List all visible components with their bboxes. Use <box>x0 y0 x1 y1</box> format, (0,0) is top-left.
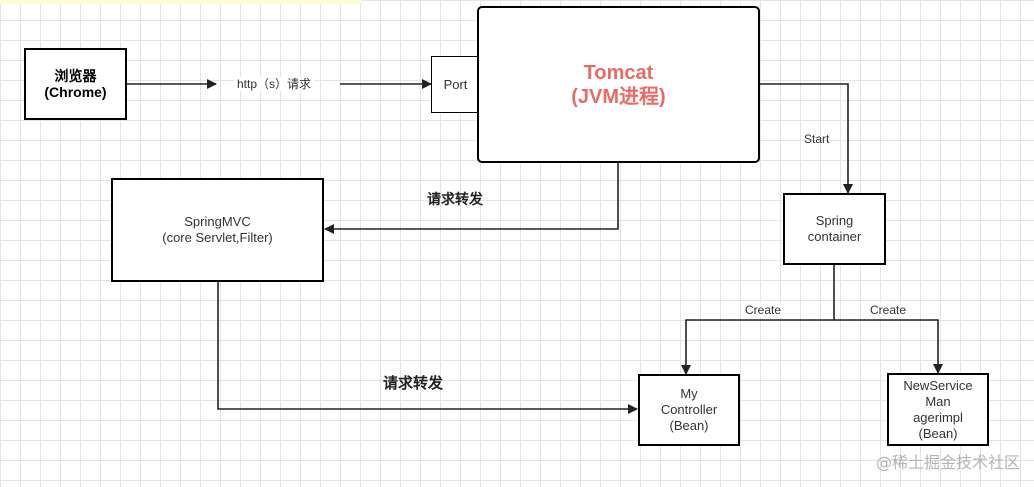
tomcat-node: Tomcat (JVM进程) <box>477 6 760 163</box>
create-label-2: Create <box>867 303 910 317</box>
browser-node: 浏览器 (Chrome) <box>24 48 127 120</box>
new-service-node: NewService Man agerimpl (Bean) <box>887 373 989 446</box>
create-label-1: Create <box>742 303 785 317</box>
tomcat-subtitle: (JVM进程) <box>571 85 666 108</box>
new-service-line-2: Man <box>925 393 951 409</box>
my-controller-line-1: My <box>680 386 698 401</box>
port-label: Port <box>443 76 468 92</box>
spring-container-node: Spring container <box>783 193 886 265</box>
browser-sublabel: (Chrome) <box>44 84 107 100</box>
my-controller-line-3: (Bean) <box>669 418 709 433</box>
start-label: Start <box>804 132 830 146</box>
top-highlight-strip <box>0 0 362 4</box>
edge-tomcat-to-spring <box>759 83 853 194</box>
edge-spring-to-newservice <box>834 319 943 374</box>
watermark: @稀土掘金技术社区 <box>875 453 1020 472</box>
springmvc-subtitle: (core Servlet,Filter) <box>162 230 273 245</box>
springmvc-node: SpringMVC (core Servlet,Filter) <box>111 178 324 282</box>
edge-spring-to-controller <box>681 265 835 375</box>
new-service-line-3: agerimpl <box>913 409 963 425</box>
edge-springmvc-to-controller <box>217 281 638 414</box>
my-controller-line-2: Controller <box>660 402 718 417</box>
spring-container-subtitle: container <box>807 229 862 244</box>
new-service-line-1: NewService <box>903 377 973 393</box>
forward-label-1: 请求转发 <box>427 191 483 207</box>
edge-tomcat-to-springmvc <box>324 163 619 234</box>
spring-container-title: Spring <box>815 213 854 228</box>
new-service-line-4: (Bean) <box>918 425 958 441</box>
tomcat-title: Tomcat <box>583 61 654 84</box>
browser-label: 浏览器 <box>54 68 97 84</box>
springmvc-title: SpringMVC <box>184 214 251 229</box>
port-node: Port <box>431 56 480 113</box>
forward-label-2: 请求转发 <box>383 375 444 392</box>
http-request-label: http（s）请求 <box>234 77 315 91</box>
my-controller-node: My Controller (Bean) <box>638 374 740 446</box>
